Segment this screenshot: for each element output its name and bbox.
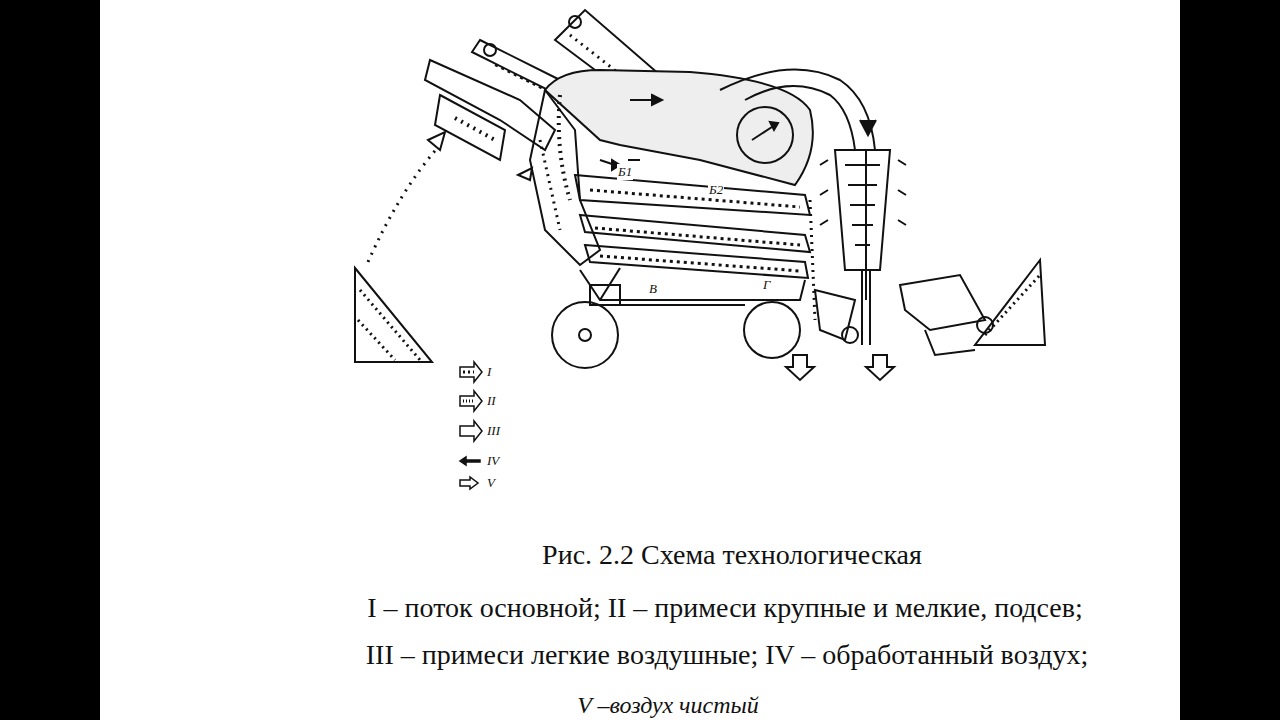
caption-line: III – примеси легкие воздушные; IV – обр… <box>366 638 1088 672</box>
part-label: В <box>648 281 658 297</box>
legend-arrow <box>460 391 482 411</box>
legend-label: II <box>487 393 496 409</box>
legend-label: III <box>487 423 500 439</box>
black-border <box>1180 0 1280 720</box>
part-label: Б1 <box>617 164 633 180</box>
caption-line: V –воздух чистый <box>577 688 759 720</box>
legend-label: V <box>487 475 495 491</box>
legend-arrow <box>460 457 480 465</box>
black-border <box>0 0 100 720</box>
part-label: Б2 <box>708 182 724 198</box>
legend-arrow <box>460 421 482 441</box>
legend-arrow <box>460 477 478 489</box>
part-label: Г <box>762 277 771 293</box>
legend-arrow-fill <box>463 400 474 403</box>
legend-arrow-fill <box>463 371 474 374</box>
figure-caption: Рис. 2.2 Схема технологическая <box>542 538 922 572</box>
legend-label: I <box>487 364 491 380</box>
legend-arrow <box>460 362 482 382</box>
legend-label: IV <box>487 453 499 469</box>
caption-line: I – поток основной; II – примеси крупные… <box>367 591 1083 625</box>
